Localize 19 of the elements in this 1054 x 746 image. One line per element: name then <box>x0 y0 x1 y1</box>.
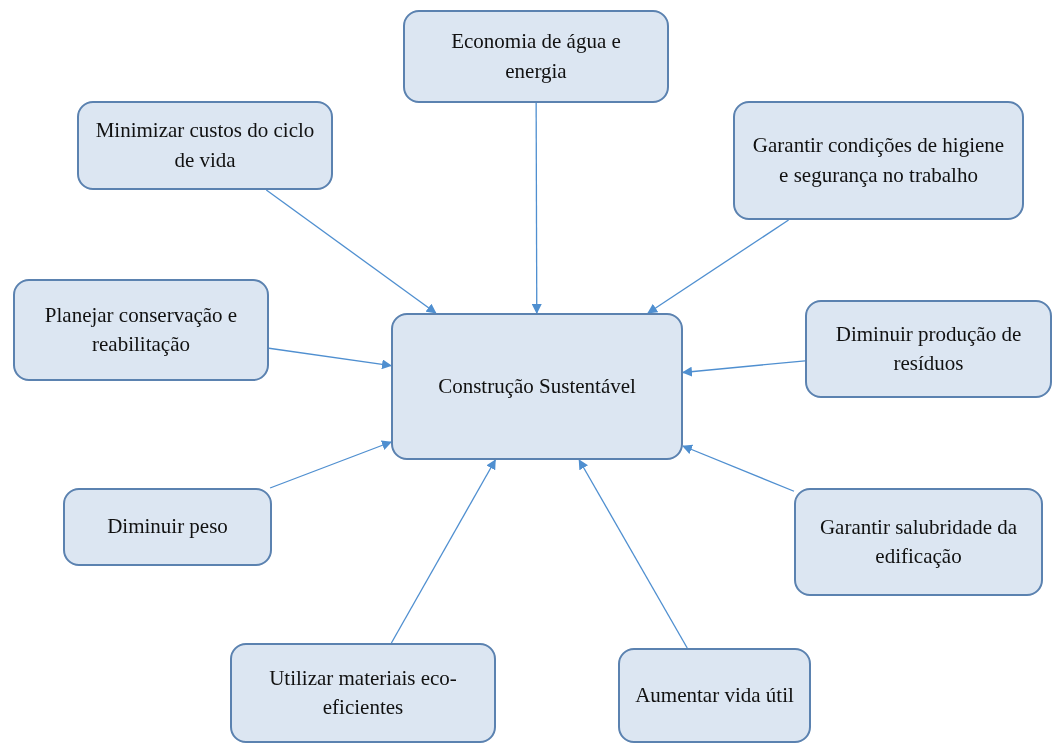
process-box: Garantir salubridade da edificação <box>794 488 1043 596</box>
arrow <box>265 189 437 314</box>
central-box: Construção Sustentável <box>391 313 683 460</box>
process-box: Garantir condições de higiene e segurança no trabalho <box>733 101 1024 220</box>
arrow <box>682 360 806 377</box>
arrow <box>269 440 392 489</box>
arrow <box>268 347 392 370</box>
arrow <box>647 219 790 314</box>
arrow <box>682 444 795 492</box>
arrow <box>578 459 688 649</box>
arrow <box>531 102 542 314</box>
process-box: Utilizar materiais eco-eficientes <box>230 643 496 743</box>
process-box: Minimizar custos do ciclo de vida <box>77 101 333 190</box>
process-box: Planejar conservação e reabilitação <box>13 279 269 381</box>
arrow <box>390 459 496 644</box>
process-box: Aumentar vida útil <box>618 648 811 743</box>
process-box: Economia de água e energia <box>403 10 669 103</box>
process-box: Diminuir produção de resíduos <box>805 300 1052 398</box>
process-box: Diminuir peso <box>63 488 272 566</box>
